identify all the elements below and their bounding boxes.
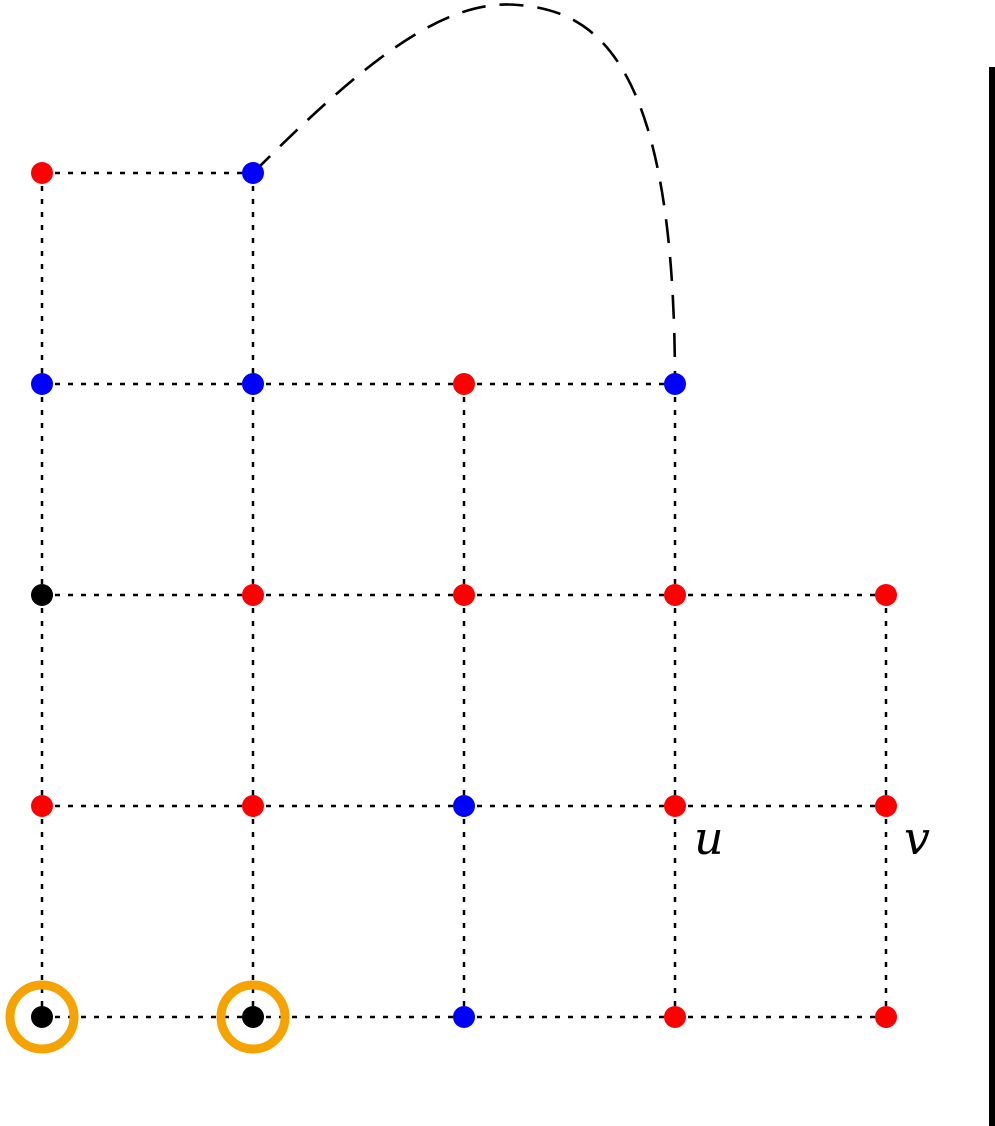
blue-vertex bbox=[664, 373, 686, 395]
red-vertex bbox=[664, 584, 686, 606]
highlight-ring bbox=[216, 980, 290, 1054]
black-vertex bbox=[242, 1006, 264, 1028]
red-vertex bbox=[453, 373, 475, 395]
vertex-labels: u v bbox=[694, 811, 930, 865]
red-vertex bbox=[31, 162, 53, 184]
red-vertex bbox=[664, 795, 686, 817]
red-vertex bbox=[453, 584, 475, 606]
vertex-label-u: u bbox=[694, 811, 724, 865]
vertex-label-v: v bbox=[904, 811, 930, 865]
black-vertex bbox=[31, 1006, 53, 1028]
red-vertex bbox=[664, 1006, 686, 1028]
blue-vertex bbox=[242, 162, 264, 184]
blue-vertex bbox=[242, 373, 264, 395]
blue-vertex bbox=[453, 795, 475, 817]
red-vertex bbox=[242, 584, 264, 606]
blue-vertex bbox=[453, 1006, 475, 1028]
highlight-rings bbox=[5, 980, 290, 1054]
vertices bbox=[31, 162, 897, 1028]
black-vertex bbox=[31, 584, 53, 606]
red-vertex bbox=[875, 795, 897, 817]
dashed-curved-edge bbox=[252, 3, 677, 385]
highlight-ring bbox=[5, 980, 79, 1054]
red-vertex bbox=[31, 795, 53, 817]
red-vertex bbox=[242, 795, 264, 817]
red-vertex bbox=[875, 1006, 897, 1028]
blue-vertex bbox=[31, 373, 53, 395]
red-vertex bbox=[875, 584, 897, 606]
grid-edges bbox=[40, 171, 888, 1019]
